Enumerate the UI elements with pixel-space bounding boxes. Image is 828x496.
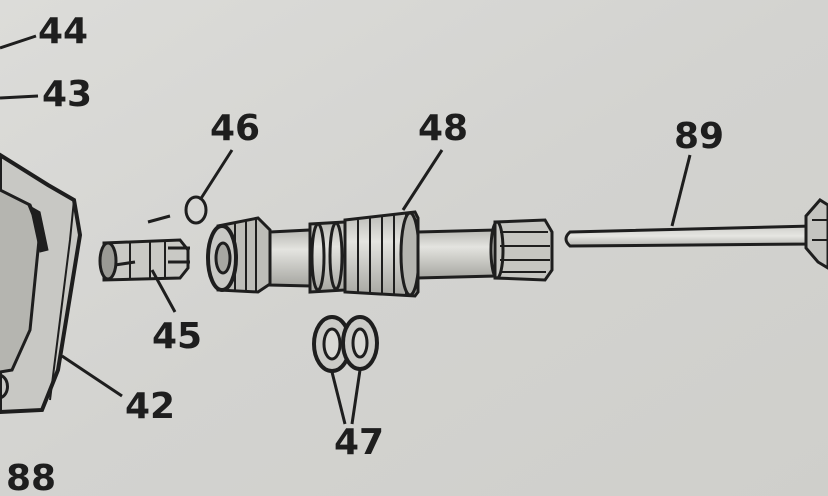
part-47-washers: [312, 315, 379, 373]
part-46-o-ring: [184, 195, 208, 225]
callout-42: 42: [125, 386, 175, 427]
part-48-gear-shaft: [206, 210, 554, 298]
leader-45: [150, 269, 177, 313]
leader-89: [670, 154, 692, 227]
part-42-housing: [0, 152, 83, 415]
leader-48: [401, 149, 444, 211]
leader-45-top: [147, 214, 171, 224]
callout-43: 43: [42, 74, 92, 115]
leader-47: [330, 369, 362, 425]
callout-44: 44: [38, 11, 88, 52]
callout-46: 46: [210, 108, 260, 149]
leader-46: [198, 149, 234, 201]
callout-88: 88: [6, 458, 56, 496]
part-89-rod: [564, 198, 828, 270]
callout-47: 47: [334, 422, 384, 463]
leader-44: [0, 34, 37, 50]
callout-89: 89: [674, 116, 724, 157]
callout-48: 48: [418, 108, 468, 149]
leader-43: [0, 94, 39, 100]
part-45-coupling: [98, 238, 190, 282]
leader-lines: [0, 34, 692, 425]
leader-42: [61, 354, 123, 398]
callout-45: 45: [152, 316, 202, 357]
